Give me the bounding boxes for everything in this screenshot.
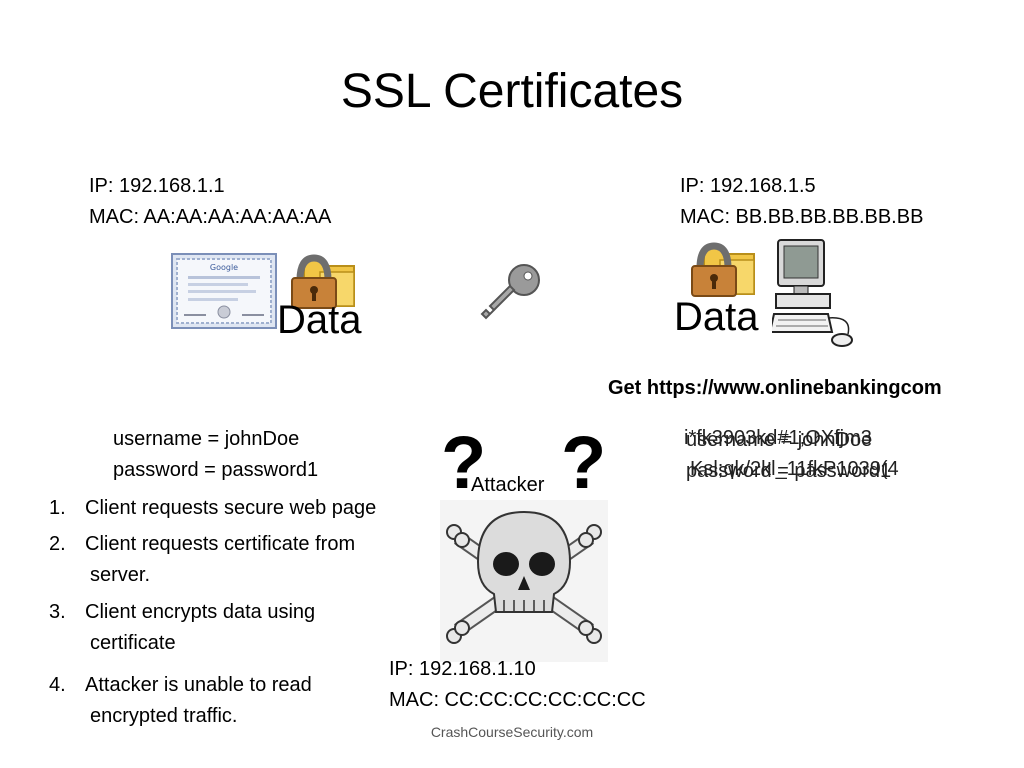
step-3: 3. Client encrypts data using [49,597,315,627]
step-text: Client requests secure web page [85,497,377,519]
server-username: username = johnDoe [686,429,873,451]
step-3-cont: certificate [90,632,176,654]
step-4: 4. Attacker is unable to read [49,670,312,700]
step-2: 2. Client requests certificate from [49,529,355,559]
skull-crossbones-icon [440,500,608,662]
client-ip: IP: 192.168.1.1 [89,175,225,197]
step-text: Attacker is unable to read [85,674,312,696]
encrypted-line-2: Ksl;qk/2kl_11fkP1039(4 [690,458,899,480]
https-request-text: Get https://www.onlinebankingcom [608,377,942,399]
step-number: 4. [49,674,66,696]
step-text: Client encrypts data using [85,601,316,623]
padlock-folder-icon [690,238,760,300]
attacker-ip: IP: 192.168.1.10 [389,658,536,680]
padlock-folder-icon [290,250,360,312]
client-password: password = password1 [113,459,319,481]
client-username: username = johnDoe [113,428,300,450]
step-text: Client requests certificate from [85,533,356,555]
encrypted-line-1: i*fk3903kd#1;OXfjm3 [684,427,872,449]
step-2-cont: server. [90,564,151,586]
svg-text:Google: Google [210,263,238,272]
server-ip: IP: 192.168.1.5 [680,175,816,197]
slide-title: SSL Certificates [340,65,684,118]
server-data-label: Data [674,295,759,339]
certificate-icon: Google [168,248,280,332]
step-1: 1. Client requests secure web page [49,493,376,523]
question-mark-left: ? [441,421,487,504]
step-4-cont: encrypted traffic. [90,705,238,727]
server-password: password = password1 [686,460,892,482]
attacker-label: Attacker [471,474,545,496]
attacker-mac: MAC: CC:CC:CC:CC:CC:CC [389,689,646,711]
computer-icon [768,236,854,348]
step-number: 2. [49,533,66,555]
server-mac: MAC: BB.BB.BB.BB.BB.BB [680,206,924,228]
step-number: 1. [49,497,66,519]
footer-credit: CrashCourseSecurity.com [430,724,594,740]
key-icon [478,262,544,324]
step-number: 3. [49,601,66,623]
client-mac: MAC: AA:AA:AA:AA:AA:AA [89,206,332,228]
client-data-label: Data [277,298,362,342]
question-mark-right: ? [561,421,607,504]
